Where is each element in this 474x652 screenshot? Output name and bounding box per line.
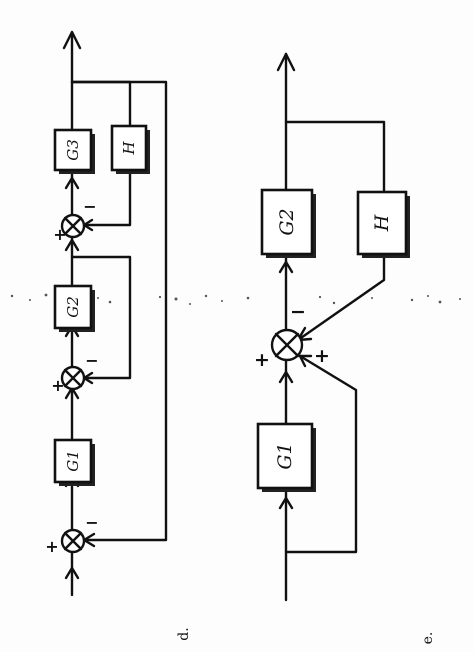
diagram-d: G3 H G2 G1 <box>45 30 192 641</box>
d-block-g2: G2 <box>53 284 95 332</box>
d-summing-junction-1 <box>60 528 86 554</box>
d-caption: d. <box>176 627 192 640</box>
e-sign-plus-feedforward: + <box>314 345 330 367</box>
e-block-g1: G1 <box>256 422 316 492</box>
d-block-g1-label: G1 <box>64 450 82 472</box>
d-sj3-in-arrowhead <box>64 238 80 252</box>
d-h-feedback-line <box>70 80 132 128</box>
e-output-arrowhead <box>276 52 296 72</box>
d-sign-plus-2: + <box>51 376 64 395</box>
d-block-g3-label: G3 <box>64 139 82 161</box>
scan-noise <box>10 293 461 305</box>
e-sj-out-arrowhead <box>278 260 294 274</box>
e-h-feedback-return <box>296 256 386 342</box>
d-block-g1: G1 <box>53 438 95 486</box>
e-sign-minus-h: − <box>290 301 306 323</box>
e-h-feedback-line <box>284 120 386 194</box>
d-summing-junction-3 <box>60 213 86 239</box>
e-summing-junction <box>270 328 304 362</box>
d-g2-feedback-loop <box>70 255 132 380</box>
e-block-h: H <box>356 190 410 258</box>
d-output-arrowhead <box>62 30 82 50</box>
diagram-e: G2 H G1 + − + e. <box>254 52 436 645</box>
e-sign-plus-input: + <box>254 349 270 371</box>
e-input-arrowhead <box>278 496 294 510</box>
e-feedforward-loop <box>284 354 358 554</box>
d-input-arrowhead <box>64 566 80 580</box>
d-summing-junction-2 <box>60 365 86 391</box>
e-caption: e. <box>420 632 436 645</box>
d-sign-minus-1: − <box>85 513 98 532</box>
e-block-h-label: H <box>371 214 393 232</box>
d-block-h: H <box>110 124 150 174</box>
e-g1-out-arrowhead <box>278 370 294 384</box>
d-block-g3: G3 <box>53 128 95 174</box>
e-block-g1-label: G1 <box>274 442 296 469</box>
e-feedforward-arrowhead <box>298 354 313 368</box>
d-g3-in-arrowhead <box>64 176 80 190</box>
d-sign-minus-3: − <box>83 197 96 216</box>
d-sign-minus-2: − <box>85 351 98 370</box>
d-sign-plus-3: + <box>53 225 66 244</box>
d-sign-plus-1: + <box>45 537 58 556</box>
e-block-g2: G2 <box>260 188 316 258</box>
e-block-g2-label: G2 <box>276 208 298 235</box>
d-block-h-label: H <box>120 141 138 156</box>
d-block-g2-label: G2 <box>64 296 82 318</box>
d-h-feedback-return <box>82 170 132 227</box>
